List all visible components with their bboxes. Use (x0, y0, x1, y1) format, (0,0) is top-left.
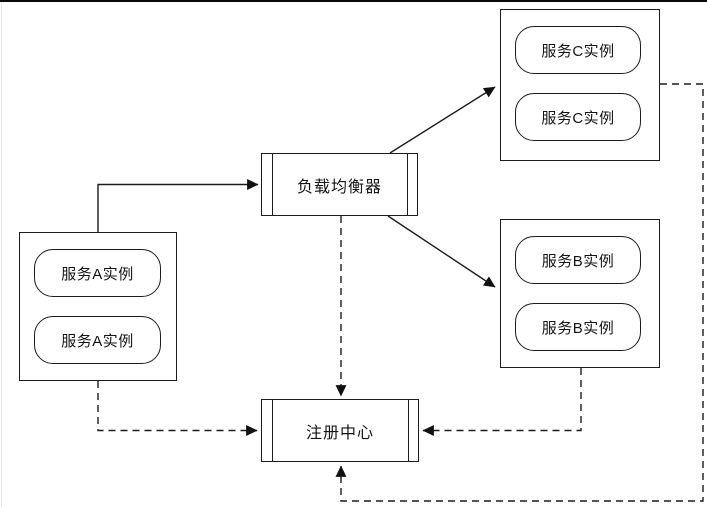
service-b-instance-1: 服务B实例 (515, 236, 641, 284)
process-double-border-right (407, 400, 409, 461)
service-a-group: 服务A实例 服务A实例 (19, 232, 177, 381)
edge-service-a-to-load-balancer (97, 179, 259, 232)
service-a-instance-2-label: 服务A实例 (61, 332, 134, 350)
edge-service-a-to-registry (97, 381, 258, 436)
edge-load-balancer-to-service-c (389, 86, 496, 154)
service-c-instance-1: 服务C实例 (515, 26, 641, 74)
service-c-instance-1-label: 服务C实例 (541, 42, 615, 60)
edge-service-b-to-registry (422, 368, 582, 436)
service-a-instance-1-label: 服务A实例 (61, 265, 134, 283)
page-top-border (0, 0, 707, 2)
service-b-instance-2-label: 服务B实例 (541, 319, 615, 337)
service-b-instance-2: 服务B实例 (515, 303, 641, 351)
service-c-group: 服务C实例 服务C实例 (500, 9, 660, 161)
process-double-border-right (406, 154, 408, 215)
service-c-instance-2: 服务C实例 (515, 93, 641, 141)
edge-service-c-to-registry (335, 83, 704, 502)
service-a-instance-2: 服务A实例 (34, 316, 161, 364)
page-left-border (1, 2, 2, 507)
process-double-border-left (272, 400, 274, 461)
registry-node: 注册中心 (261, 399, 419, 462)
load-balancer-label: 负载均衡器 (296, 178, 382, 196)
process-double-border-left (272, 154, 274, 215)
service-a-instance-1: 服务A实例 (34, 249, 161, 297)
load-balancer-node: 负载均衡器 (261, 153, 418, 216)
service-b-instance-1-label: 服务B实例 (541, 252, 615, 270)
registry-label: 注册中心 (305, 424, 374, 442)
service-c-instance-2-label: 服务C实例 (541, 109, 615, 127)
service-b-group: 服务B实例 服务B实例 (500, 219, 660, 368)
edge-load-balancer-to-service-b (387, 215, 496, 288)
